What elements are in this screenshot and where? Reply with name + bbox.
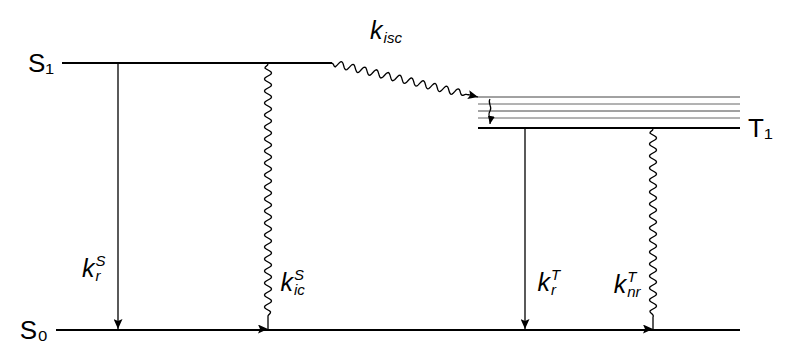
vibrational-level <box>478 104 740 105</box>
radiative-arrow <box>524 129 525 329</box>
rate-constant: kSic <box>279 267 307 297</box>
vibrational-level <box>478 118 740 119</box>
rate-symbol: k <box>538 270 551 295</box>
vibrational-level <box>478 97 740 98</box>
energy-level: S₁ <box>62 62 332 64</box>
subscript: nr <box>627 284 640 299</box>
rate-symbol: k <box>614 272 627 297</box>
subscript: r <box>551 282 560 297</box>
energy-level: S₀ <box>56 329 740 331</box>
radiative-arrow <box>117 64 118 329</box>
subscript: isc <box>384 30 402 45</box>
rate-symbol: k <box>82 256 95 281</box>
rate-constant: kTr <box>536 267 563 297</box>
superscript: T <box>551 267 560 282</box>
nonradiative-arrow <box>650 129 657 329</box>
superscript: S <box>294 267 305 282</box>
rate-symbol: k <box>370 18 383 43</box>
rate-scripts: Sr <box>95 253 105 283</box>
rate-scripts: Tnr <box>627 269 640 299</box>
rate-scripts: isc <box>384 15 402 45</box>
superscript: T <box>627 269 640 284</box>
state-label: S₁ <box>28 50 54 76</box>
rate-constant: kSr <box>80 253 108 283</box>
vibrational-level <box>478 111 740 112</box>
rate-scripts: Tr <box>551 267 560 297</box>
state-label: T₁ <box>748 115 773 141</box>
subscript: ic <box>294 282 305 297</box>
nonradiative-arrow <box>265 64 272 329</box>
state-label: S₀ <box>20 317 48 343</box>
relaxation-arrow <box>489 99 491 124</box>
superscript: S <box>95 253 105 268</box>
rate-constant: kTnr <box>612 269 643 299</box>
energy-level: T₁ <box>478 95 740 129</box>
nonradiative-arrow <box>332 62 478 97</box>
rate-scripts: Sic <box>294 267 305 297</box>
superscript <box>384 15 402 30</box>
rate-symbol: k <box>281 270 294 295</box>
rate-constant: kisc <box>368 15 404 45</box>
subscript: r <box>95 268 105 283</box>
